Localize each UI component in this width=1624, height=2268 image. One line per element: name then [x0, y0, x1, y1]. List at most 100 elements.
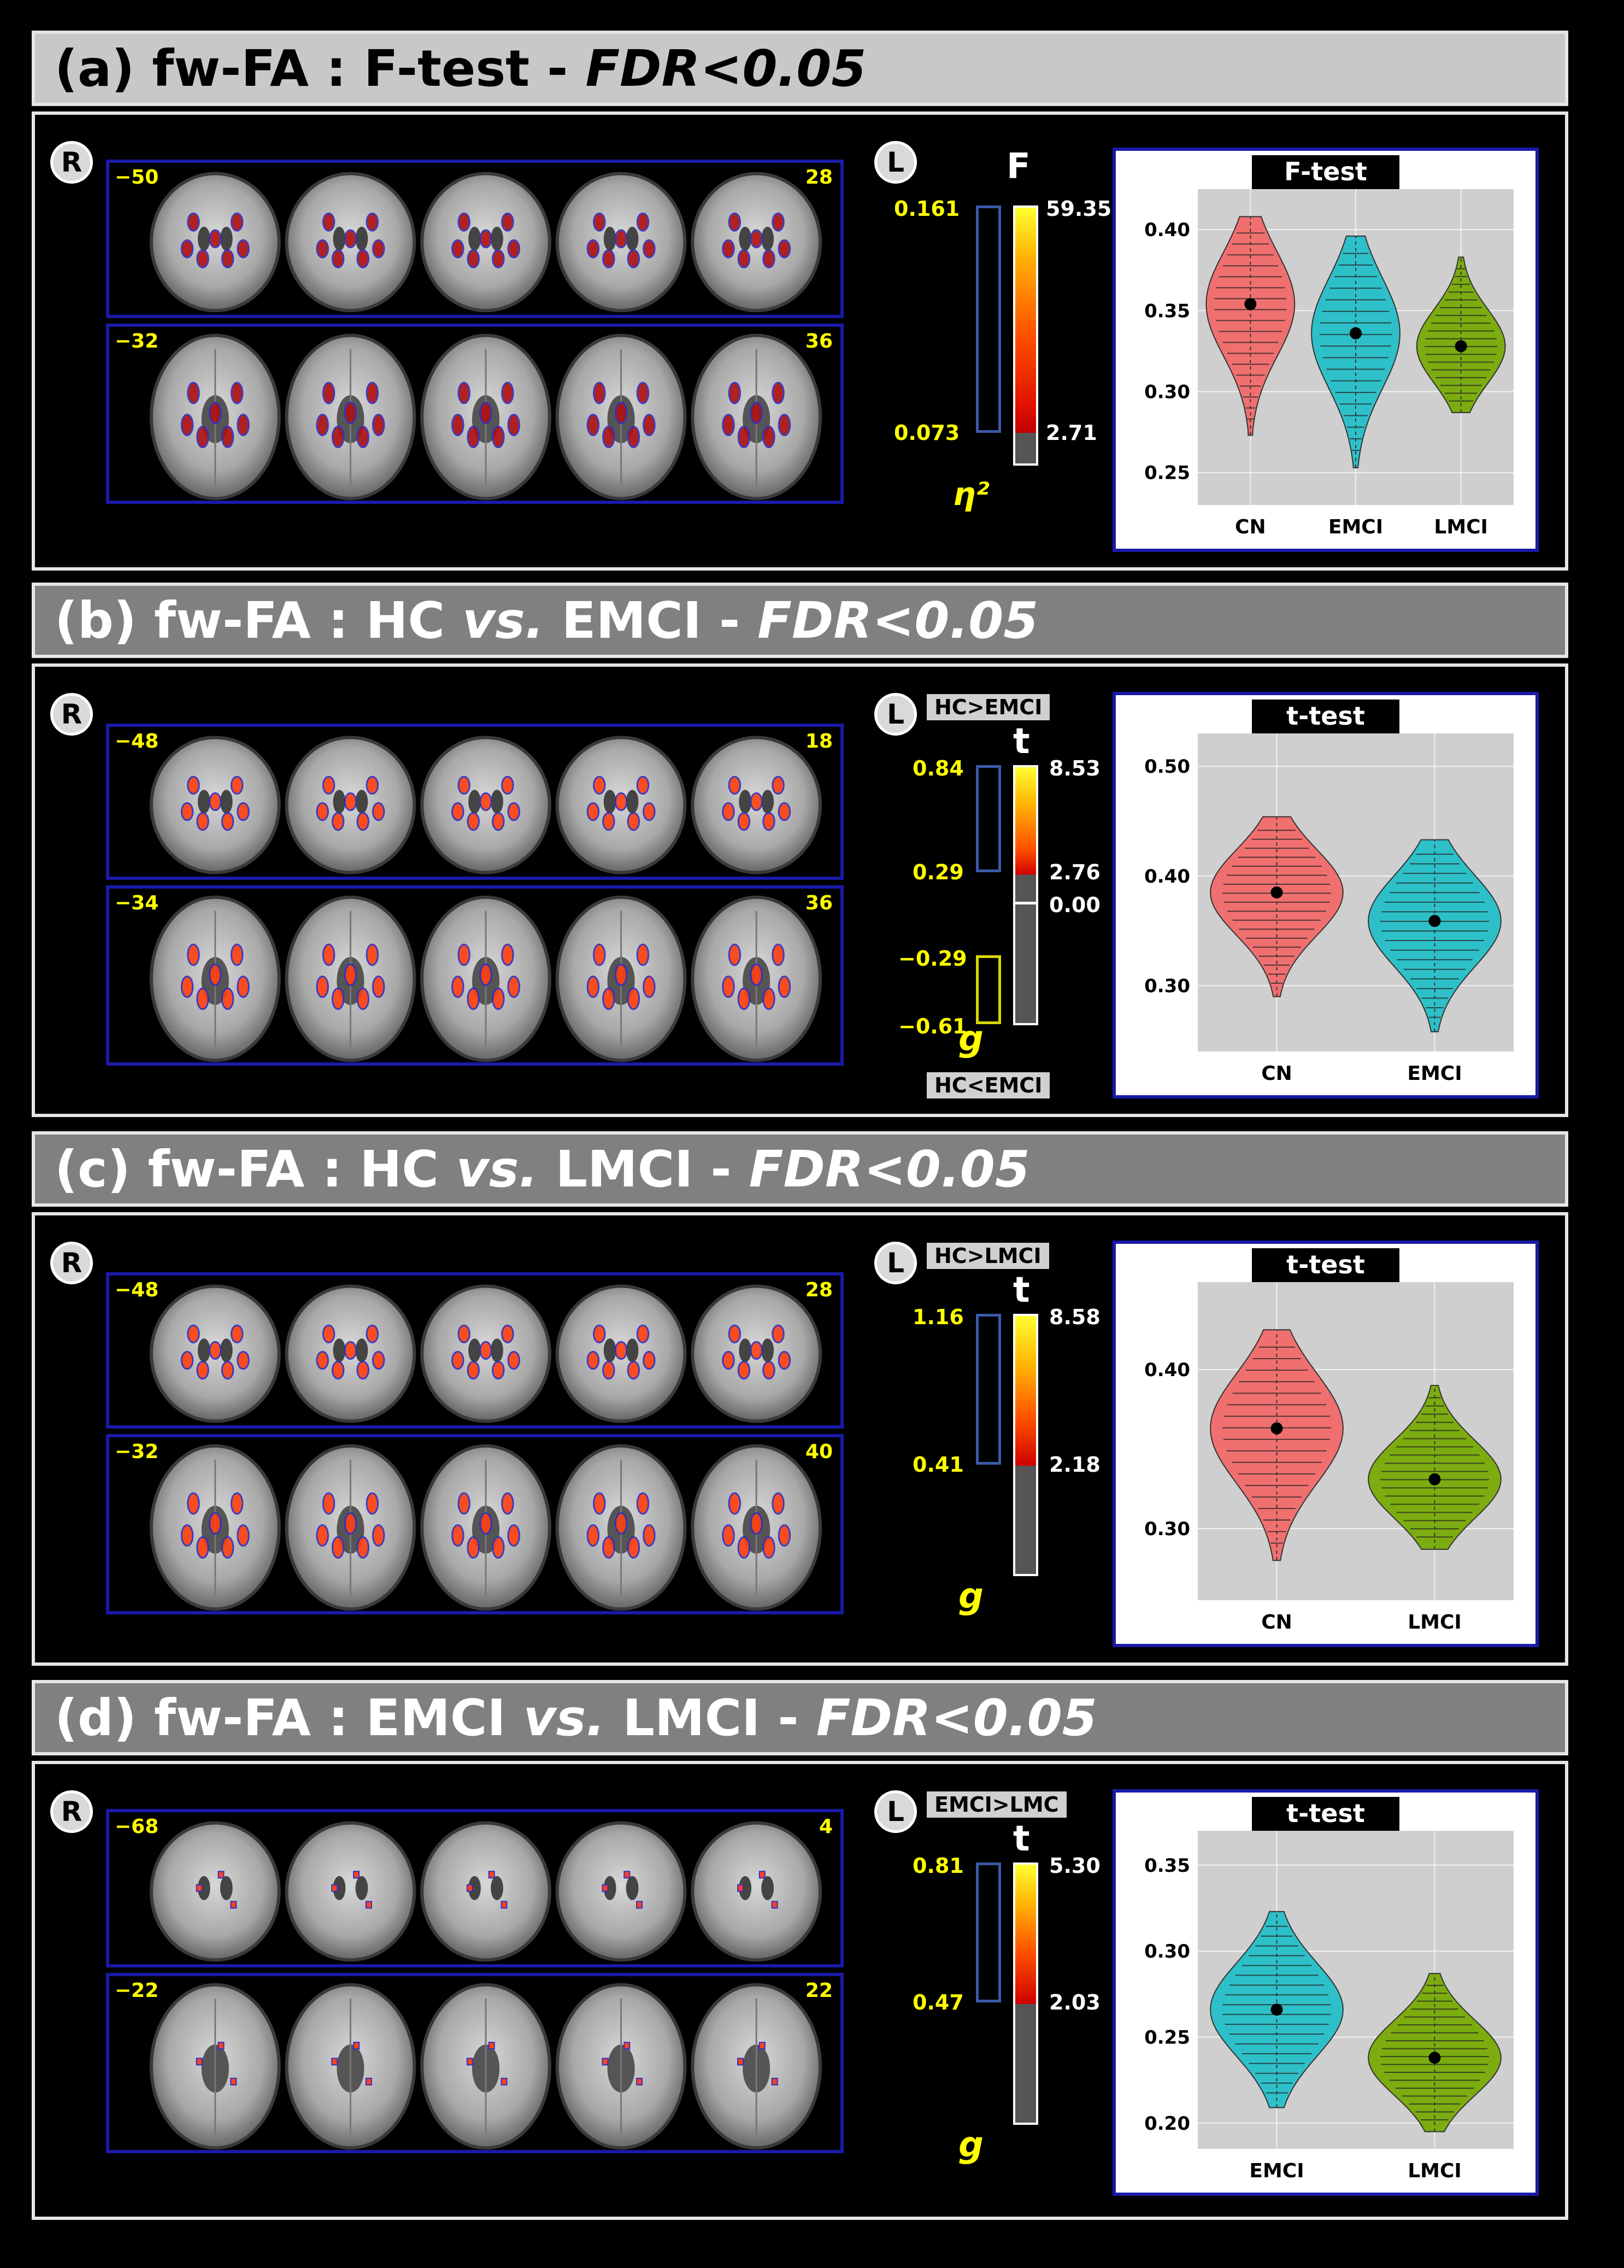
y-tick-label: 0.35: [1144, 300, 1190, 322]
axial-slices: −32 36: [106, 324, 844, 504]
mean-point: [1428, 2052, 1441, 2064]
activation-cluster: [196, 249, 209, 268]
stat-symbol: t: [1013, 721, 1030, 762]
activation-cluster: [237, 976, 250, 998]
activation-cluster: [614, 1341, 628, 1360]
activation-cluster: [356, 812, 369, 831]
activation-cluster: [771, 2077, 778, 2085]
plot-title-box: [1252, 1248, 1399, 1282]
x-tick-label: EMCI: [1249, 2160, 1304, 2182]
activation-cluster: [372, 802, 385, 821]
plot-title: F-test: [1284, 157, 1367, 186]
coronal-left-coord: −48: [115, 1279, 159, 1301]
panel-b-header: (b) fw-FA : HC vs. EMCI - FDR<0.05: [32, 583, 1568, 658]
activation-cluster: [507, 239, 521, 258]
contrast-negative-label: HC<EMCI: [927, 1072, 1050, 1098]
activation-cluster: [180, 1350, 194, 1370]
stat-colorbar: [1013, 765, 1038, 1025]
coronal-brain-images: [149, 736, 822, 874]
activation-cluster: [636, 1492, 650, 1515]
activation-cluster: [196, 812, 209, 831]
violin-emci: [1368, 839, 1502, 1032]
activation-cluster: [592, 212, 606, 232]
activation-cluster: [316, 414, 329, 437]
activation-cluster: [187, 212, 200, 232]
brain-slice: [691, 1821, 822, 1962]
activation-cluster: [643, 414, 656, 437]
brain-slice: [420, 333, 551, 501]
left-marker: L: [874, 141, 917, 184]
activation-cluster: [457, 1492, 470, 1515]
stat-zero-label: 0.00: [1049, 893, 1101, 917]
panel-d-title: (d) fw-FA : EMCI vs. LMCI - FDR<0.05: [55, 1688, 1097, 1747]
activation-cluster: [728, 1492, 742, 1515]
activation-cluster: [372, 1524, 385, 1547]
brain-slice: [420, 1983, 551, 2150]
activation-cluster: [507, 976, 521, 998]
activation-cluster: [737, 1536, 751, 1559]
activation-cluster: [467, 1360, 480, 1380]
activation-cluster: [762, 988, 775, 1010]
brain-slice: [149, 1284, 281, 1423]
activation-cluster: [196, 1536, 209, 1559]
effect-top-label: 1.16: [913, 1305, 964, 1329]
activation-cluster: [451, 414, 464, 437]
activation-cluster: [643, 239, 656, 258]
activation-cluster: [372, 414, 385, 437]
right-marker: R: [50, 693, 93, 736]
activation-cluster: [488, 1871, 495, 1879]
y-tick-label: 0.40: [1144, 219, 1190, 241]
effect-size-bracket: [976, 205, 1001, 433]
activation-cluster: [772, 1324, 785, 1344]
activation-cluster: [492, 1536, 505, 1559]
activation-cluster: [592, 1324, 606, 1344]
right-marker: R: [50, 1790, 93, 1833]
brain-slice: [149, 736, 281, 874]
activation-cluster: [366, 1492, 379, 1515]
brain-slice: [285, 1983, 416, 2150]
effect-symbol: g: [958, 1019, 984, 1059]
activation-cluster: [356, 988, 369, 1010]
coronal-right-coord: 28: [805, 166, 833, 189]
coronal-left-coord: −48: [115, 730, 159, 753]
brain-slice: [555, 333, 687, 501]
activation-cluster: [230, 1901, 237, 1909]
activation-cluster: [457, 212, 470, 232]
activation-cluster: [778, 802, 791, 821]
activation-cluster: [187, 1492, 200, 1515]
activation-cluster: [586, 802, 600, 821]
activation-cluster: [750, 1341, 763, 1360]
activation-cluster: [737, 1360, 751, 1380]
activation-cluster: [322, 775, 336, 795]
y-tick-label: 0.35: [1144, 1855, 1190, 1877]
activation-cluster: [230, 1324, 244, 1344]
activation-cluster: [316, 239, 329, 258]
mean-point: [1244, 298, 1257, 310]
x-tick-label: EMCI: [1407, 1062, 1462, 1085]
panel-c-body: R −48 28 −32 40 L HC>LMCI t 1.16 0.41 8.…: [32, 1212, 1568, 1666]
figure: (a) fw-FA : F-test - FDR<0.05 R −50 28 −…: [11, 11, 1613, 2257]
activation-cluster: [316, 802, 329, 821]
activation-cluster: [636, 381, 650, 404]
brain-slice: [555, 1983, 687, 2150]
activation-cluster: [344, 402, 357, 425]
brain-slice: [285, 1821, 416, 1962]
activation-cluster: [356, 249, 369, 268]
activation-cluster: [507, 414, 521, 437]
right-marker: R: [50, 1242, 93, 1284]
activation-cluster: [722, 1350, 735, 1370]
coronal-left-coord: −68: [115, 1815, 159, 1838]
effect-top-label: 0.84: [913, 756, 964, 780]
activation-cluster: [602, 988, 615, 1010]
brain-slice: [149, 895, 281, 1062]
activation-cluster: [180, 976, 194, 998]
effect-symbol: g: [958, 1576, 984, 1617]
activation-cluster: [209, 402, 222, 425]
violin-cn: [1205, 216, 1296, 436]
activation-cluster: [221, 988, 234, 1010]
activation-cluster: [627, 249, 640, 268]
activation-cluster: [322, 212, 336, 232]
x-tick-label: LMCI: [1434, 516, 1488, 538]
panel-c-header: (c) fw-FA : HC vs. LMCI - FDR<0.05: [32, 1131, 1568, 1207]
activation-cluster: [451, 1350, 464, 1370]
